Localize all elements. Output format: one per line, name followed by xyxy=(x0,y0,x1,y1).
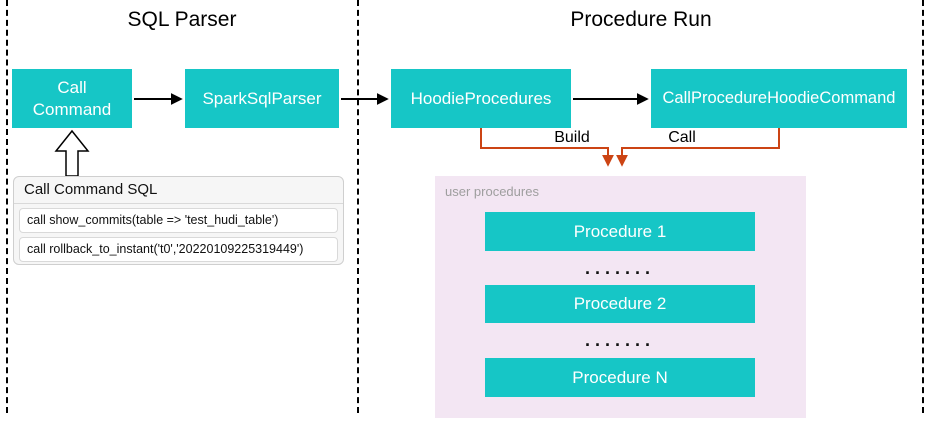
node-spark-sql-parser: SparkSqlParser xyxy=(185,69,339,128)
edge-label-build: Build xyxy=(546,129,598,147)
dashed-border-right xyxy=(922,0,924,413)
sql-row-rollback-to-instant: call rollback_to_instant('t0','202201092… xyxy=(19,237,338,262)
section-title-sql-parser: SQL Parser xyxy=(127,8,237,31)
node-call-procedure-hoodie-command: CallProcedureHoodieCommand xyxy=(651,69,907,128)
hollow-up-arrow-sql-to-callcommand xyxy=(54,129,90,177)
dashed-divider-sections xyxy=(357,0,359,413)
dashed-border-left xyxy=(6,0,8,413)
edge-label-call: Call xyxy=(658,129,706,147)
user-procedures-label: user procedures xyxy=(445,184,539,199)
call-command-sql-panel: Call Command SQL call show_commits(table… xyxy=(13,176,344,265)
node-procedure-2: Procedure 2 xyxy=(485,285,755,323)
dots-separator: ....... xyxy=(584,258,655,278)
user-procedures-panel: user procedures Procedure 1 ....... Proc… xyxy=(435,176,806,418)
section-title-procedure-run: Procedure Run xyxy=(570,8,712,31)
node-procedure-n: Procedure N xyxy=(485,358,755,397)
node-procedure-1: Procedure 1 xyxy=(485,212,755,251)
node-call-command: Call Command xyxy=(12,69,132,128)
node-hoodie-procedures: HoodieProcedures xyxy=(391,69,571,128)
dots-separator: ....... xyxy=(584,330,655,350)
sql-panel-title: Call Command SQL xyxy=(14,177,343,204)
sql-row-show-commits: call show_commits(table => 'test_hudi_ta… xyxy=(19,208,338,233)
